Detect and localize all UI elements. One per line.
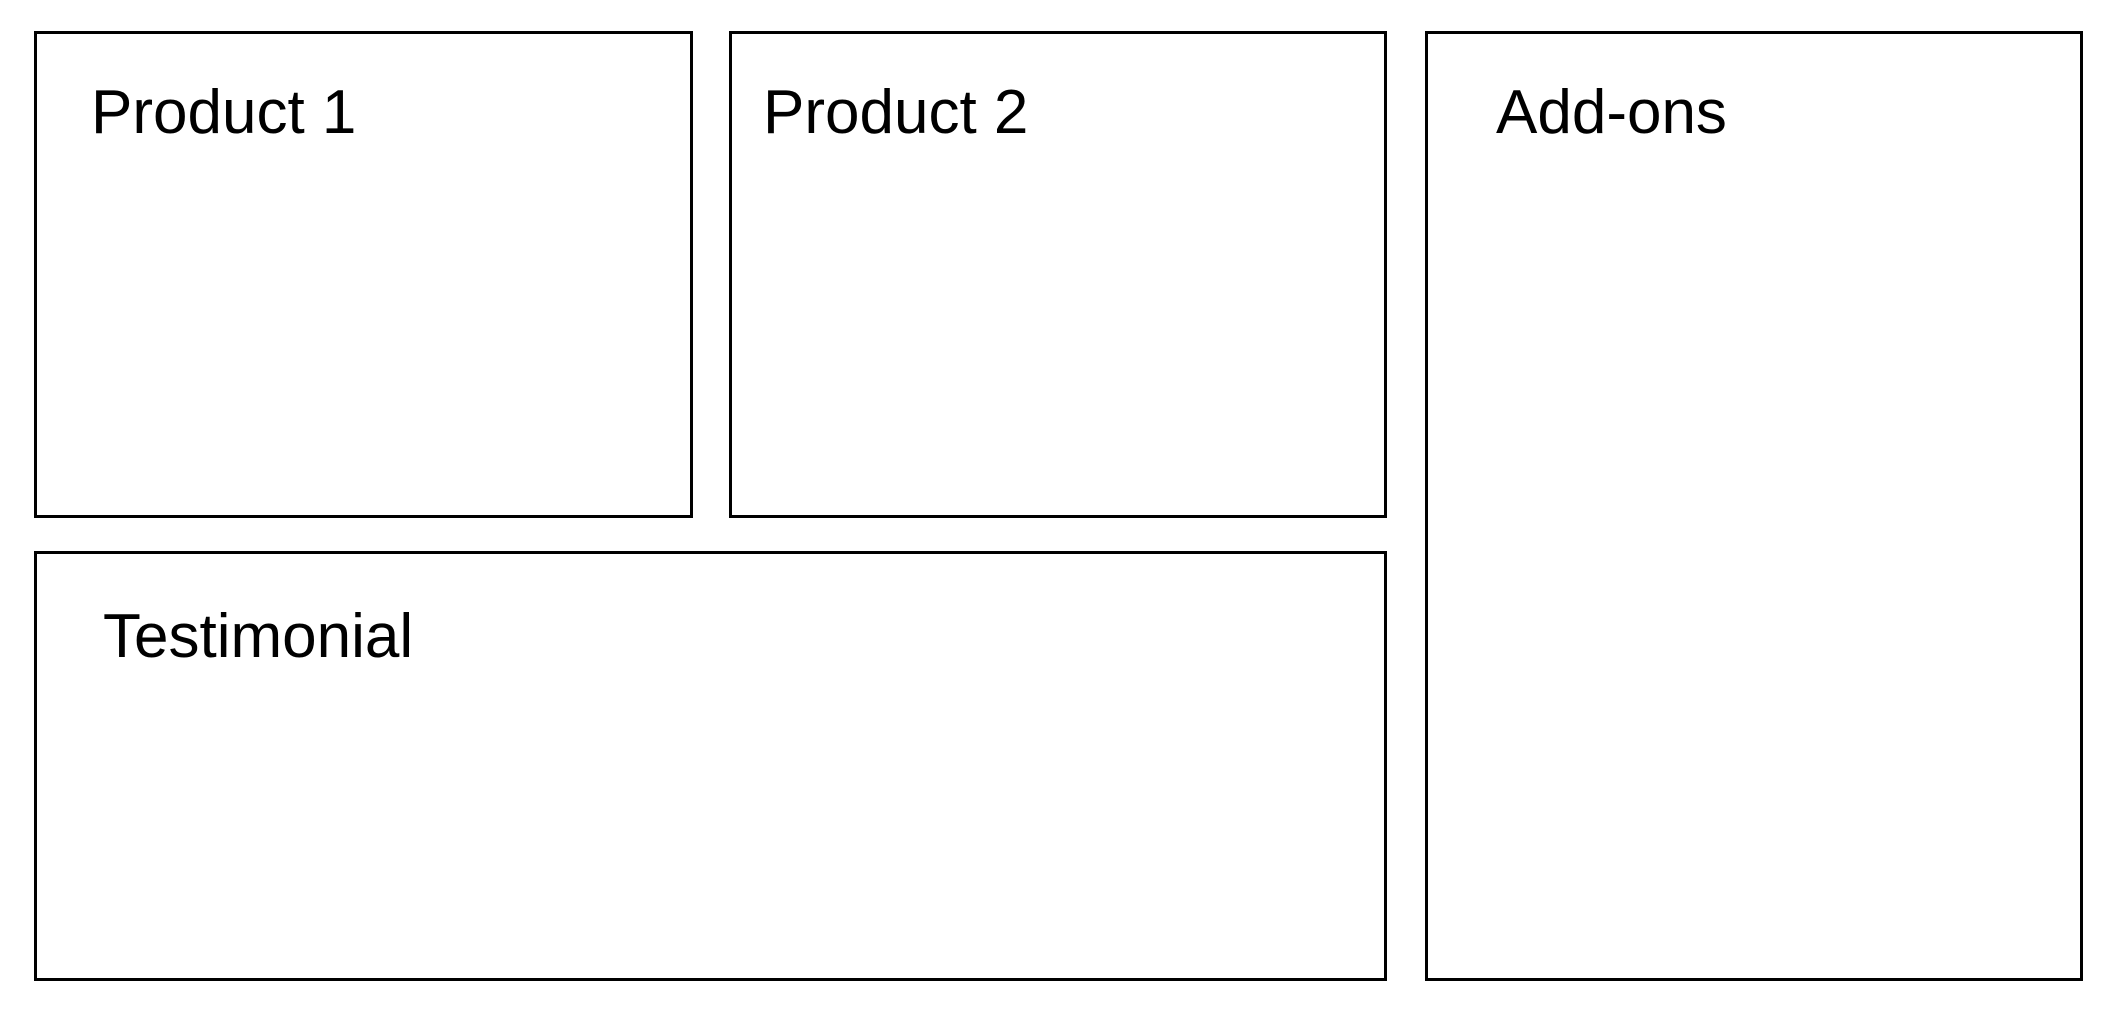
testimonial-section: Testimonial bbox=[34, 551, 1387, 981]
product-2-section: Product 2 bbox=[729, 31, 1387, 518]
addons-title: Add-ons bbox=[1496, 78, 1727, 147]
product-1-title: Product 1 bbox=[91, 78, 357, 147]
testimonial-title: Testimonial bbox=[103, 602, 414, 671]
addons-section: Add-ons bbox=[1425, 31, 2083, 981]
product-2-title: Product 2 bbox=[763, 78, 1029, 147]
product-1-section: Product 1 bbox=[34, 31, 693, 518]
